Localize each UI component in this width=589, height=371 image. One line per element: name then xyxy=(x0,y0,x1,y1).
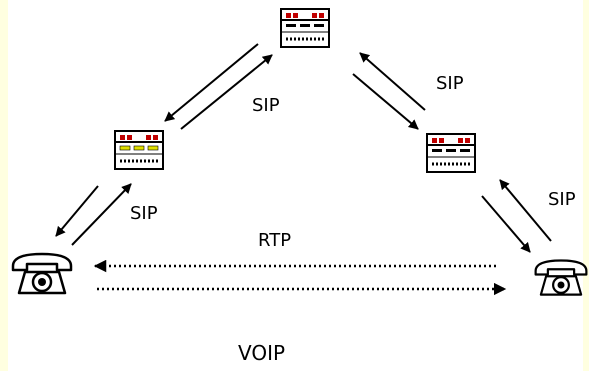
sip-label-right: SIP xyxy=(548,189,576,210)
sip-arrow-top-to-left xyxy=(164,43,259,122)
sip-arrow-top-to-right xyxy=(352,73,419,130)
sip-label-top-right: SIP xyxy=(436,73,464,94)
server-top-icon xyxy=(280,8,330,48)
diagram-canvas xyxy=(8,0,583,371)
phone-right-icon xyxy=(534,259,588,296)
server-left-icon xyxy=(114,130,164,170)
sip-label-left: SIP xyxy=(130,203,158,224)
sip-arrow-left-to-top xyxy=(180,54,273,130)
phone-left-icon xyxy=(11,252,73,295)
sip-arrow-right-phone-to-server xyxy=(499,179,552,242)
sip-label-top-left: SIP xyxy=(252,95,280,116)
server-right-icon xyxy=(426,133,476,173)
rtp-label: RTP xyxy=(258,230,292,251)
sip-arrow-server-to-left-phone xyxy=(55,185,99,237)
sip-arrow-server-to-right-phone xyxy=(481,195,531,253)
sip-arrow-right-to-top xyxy=(359,52,426,111)
diagram-title: VOIP xyxy=(238,341,286,365)
sip-arrow-left-phone-to-server xyxy=(71,183,132,246)
